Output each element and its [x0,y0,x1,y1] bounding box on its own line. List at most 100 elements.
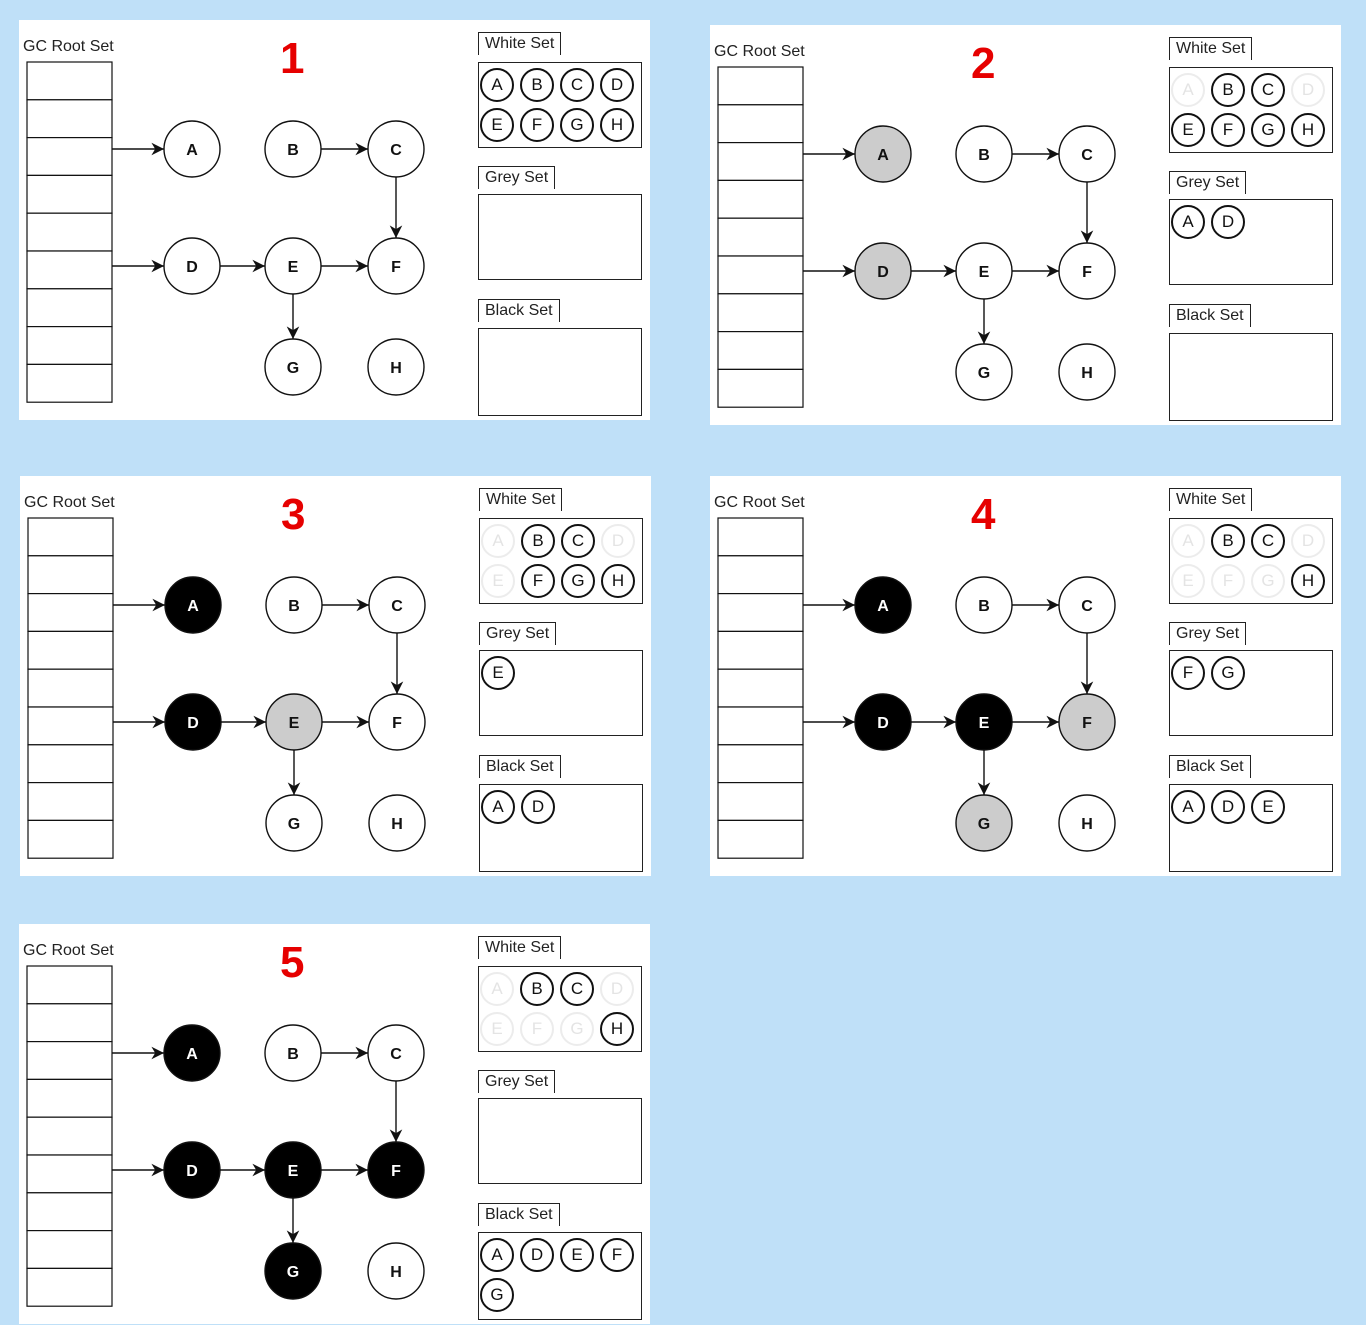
node-e: E [264,237,322,295]
node-e: E [955,242,1013,300]
set-member-h: H [600,1012,634,1046]
set-member-b: B [521,524,555,558]
svg-text:B: B [287,142,299,159]
root-slot [26,61,113,101]
set-member-c: C [561,524,595,558]
svg-text:F: F [1082,264,1092,281]
root-slot [717,217,804,257]
node-e: E [264,1141,322,1199]
root-slot [717,744,804,784]
set-member-a: A [480,972,514,1006]
svg-text:C: C [1081,147,1093,164]
panel-number: 2 [971,39,996,88]
set-member-e: E [481,656,515,690]
root-slot [717,592,804,632]
grey-set-box [478,1098,642,1184]
black-set-box [1169,333,1333,421]
set-member-e: E [480,1012,514,1046]
root-slot [717,293,804,333]
grey-set-label: Grey Set [479,622,557,645]
panel-number: 1 [280,34,305,83]
root-slot [26,1116,113,1156]
svg-text:H: H [1081,816,1093,833]
gc-root-set-label: GC Root Set [23,38,114,55]
svg-text:E: E [979,715,990,732]
svg-text:G: G [978,816,990,833]
node-b: B [955,576,1013,634]
svg-text:C: C [1081,598,1093,615]
node-f: F [1058,693,1116,751]
svg-text:H: H [1081,365,1093,382]
node-h: H [367,1242,425,1300]
set-member-f: F [600,1238,634,1272]
node-b: B [264,1024,322,1082]
root-slot [27,782,114,822]
svg-text:F: F [392,715,402,732]
svg-text:E: E [289,715,300,732]
set-member-g: G [1251,564,1285,598]
node-a: A [163,1024,221,1082]
node-d: D [164,693,222,751]
root-slot [717,141,804,181]
svg-text:D: D [186,1163,198,1180]
set-member-e: E [1171,564,1205,598]
root-slot [26,1192,113,1232]
set-member-f: F [521,564,555,598]
svg-text:C: C [390,142,402,159]
node-g: G [264,1242,322,1300]
set-member-c: C [1251,524,1285,558]
grey-set-label: Grey Set [478,1070,556,1093]
set-member-a: A [481,524,515,558]
svg-text:A: A [877,598,889,615]
node-c: C [368,576,426,634]
node-a: A [164,576,222,634]
node-f: F [367,1141,425,1199]
node-c: C [1058,576,1116,634]
set-member-h: H [1291,113,1325,147]
root-slot [26,99,113,139]
node-g: G [264,338,322,396]
node-g: G [265,794,323,852]
set-member-g: G [561,564,595,598]
set-member-f: F [1171,656,1205,690]
node-d: D [854,693,912,751]
root-slot [26,1230,113,1270]
black-set-label: Black Set [479,755,561,778]
gc-root-set-label: GC Root Set [714,494,805,511]
node-d: D [163,237,221,295]
svg-text:A: A [877,147,889,164]
root-slot [26,363,113,403]
node-c: C [367,1024,425,1082]
object-graph: A B C D E F G H [717,517,1116,859]
node-d: D [854,242,912,300]
gc-root-set-label: GC Root Set [714,43,805,60]
svg-text:H: H [390,1264,402,1281]
svg-text:E: E [288,1163,299,1180]
node-f: F [1058,242,1116,300]
white-set-label: White Set [478,32,562,55]
white-set-label: White Set [478,936,562,959]
set-member-d: D [601,524,635,558]
root-slot [717,368,804,408]
gc-root-set-label: GC Root Set [23,942,114,959]
root-slot [717,331,804,371]
root-slot [26,174,113,214]
root-slot [26,1078,113,1118]
set-member-a: A [1171,73,1205,107]
svg-text:E: E [288,259,299,276]
node-h: H [367,338,425,396]
set-member-b: B [520,972,554,1006]
set-member-f: F [520,108,554,142]
node-a: A [163,120,221,178]
set-member-e: E [480,108,514,142]
root-slot [26,1003,113,1043]
root-slot [26,1154,113,1194]
node-h: H [1058,794,1116,852]
svg-text:B: B [978,598,990,615]
svg-text:F: F [1082,715,1092,732]
set-member-d: D [600,68,634,102]
node-b: B [265,576,323,634]
